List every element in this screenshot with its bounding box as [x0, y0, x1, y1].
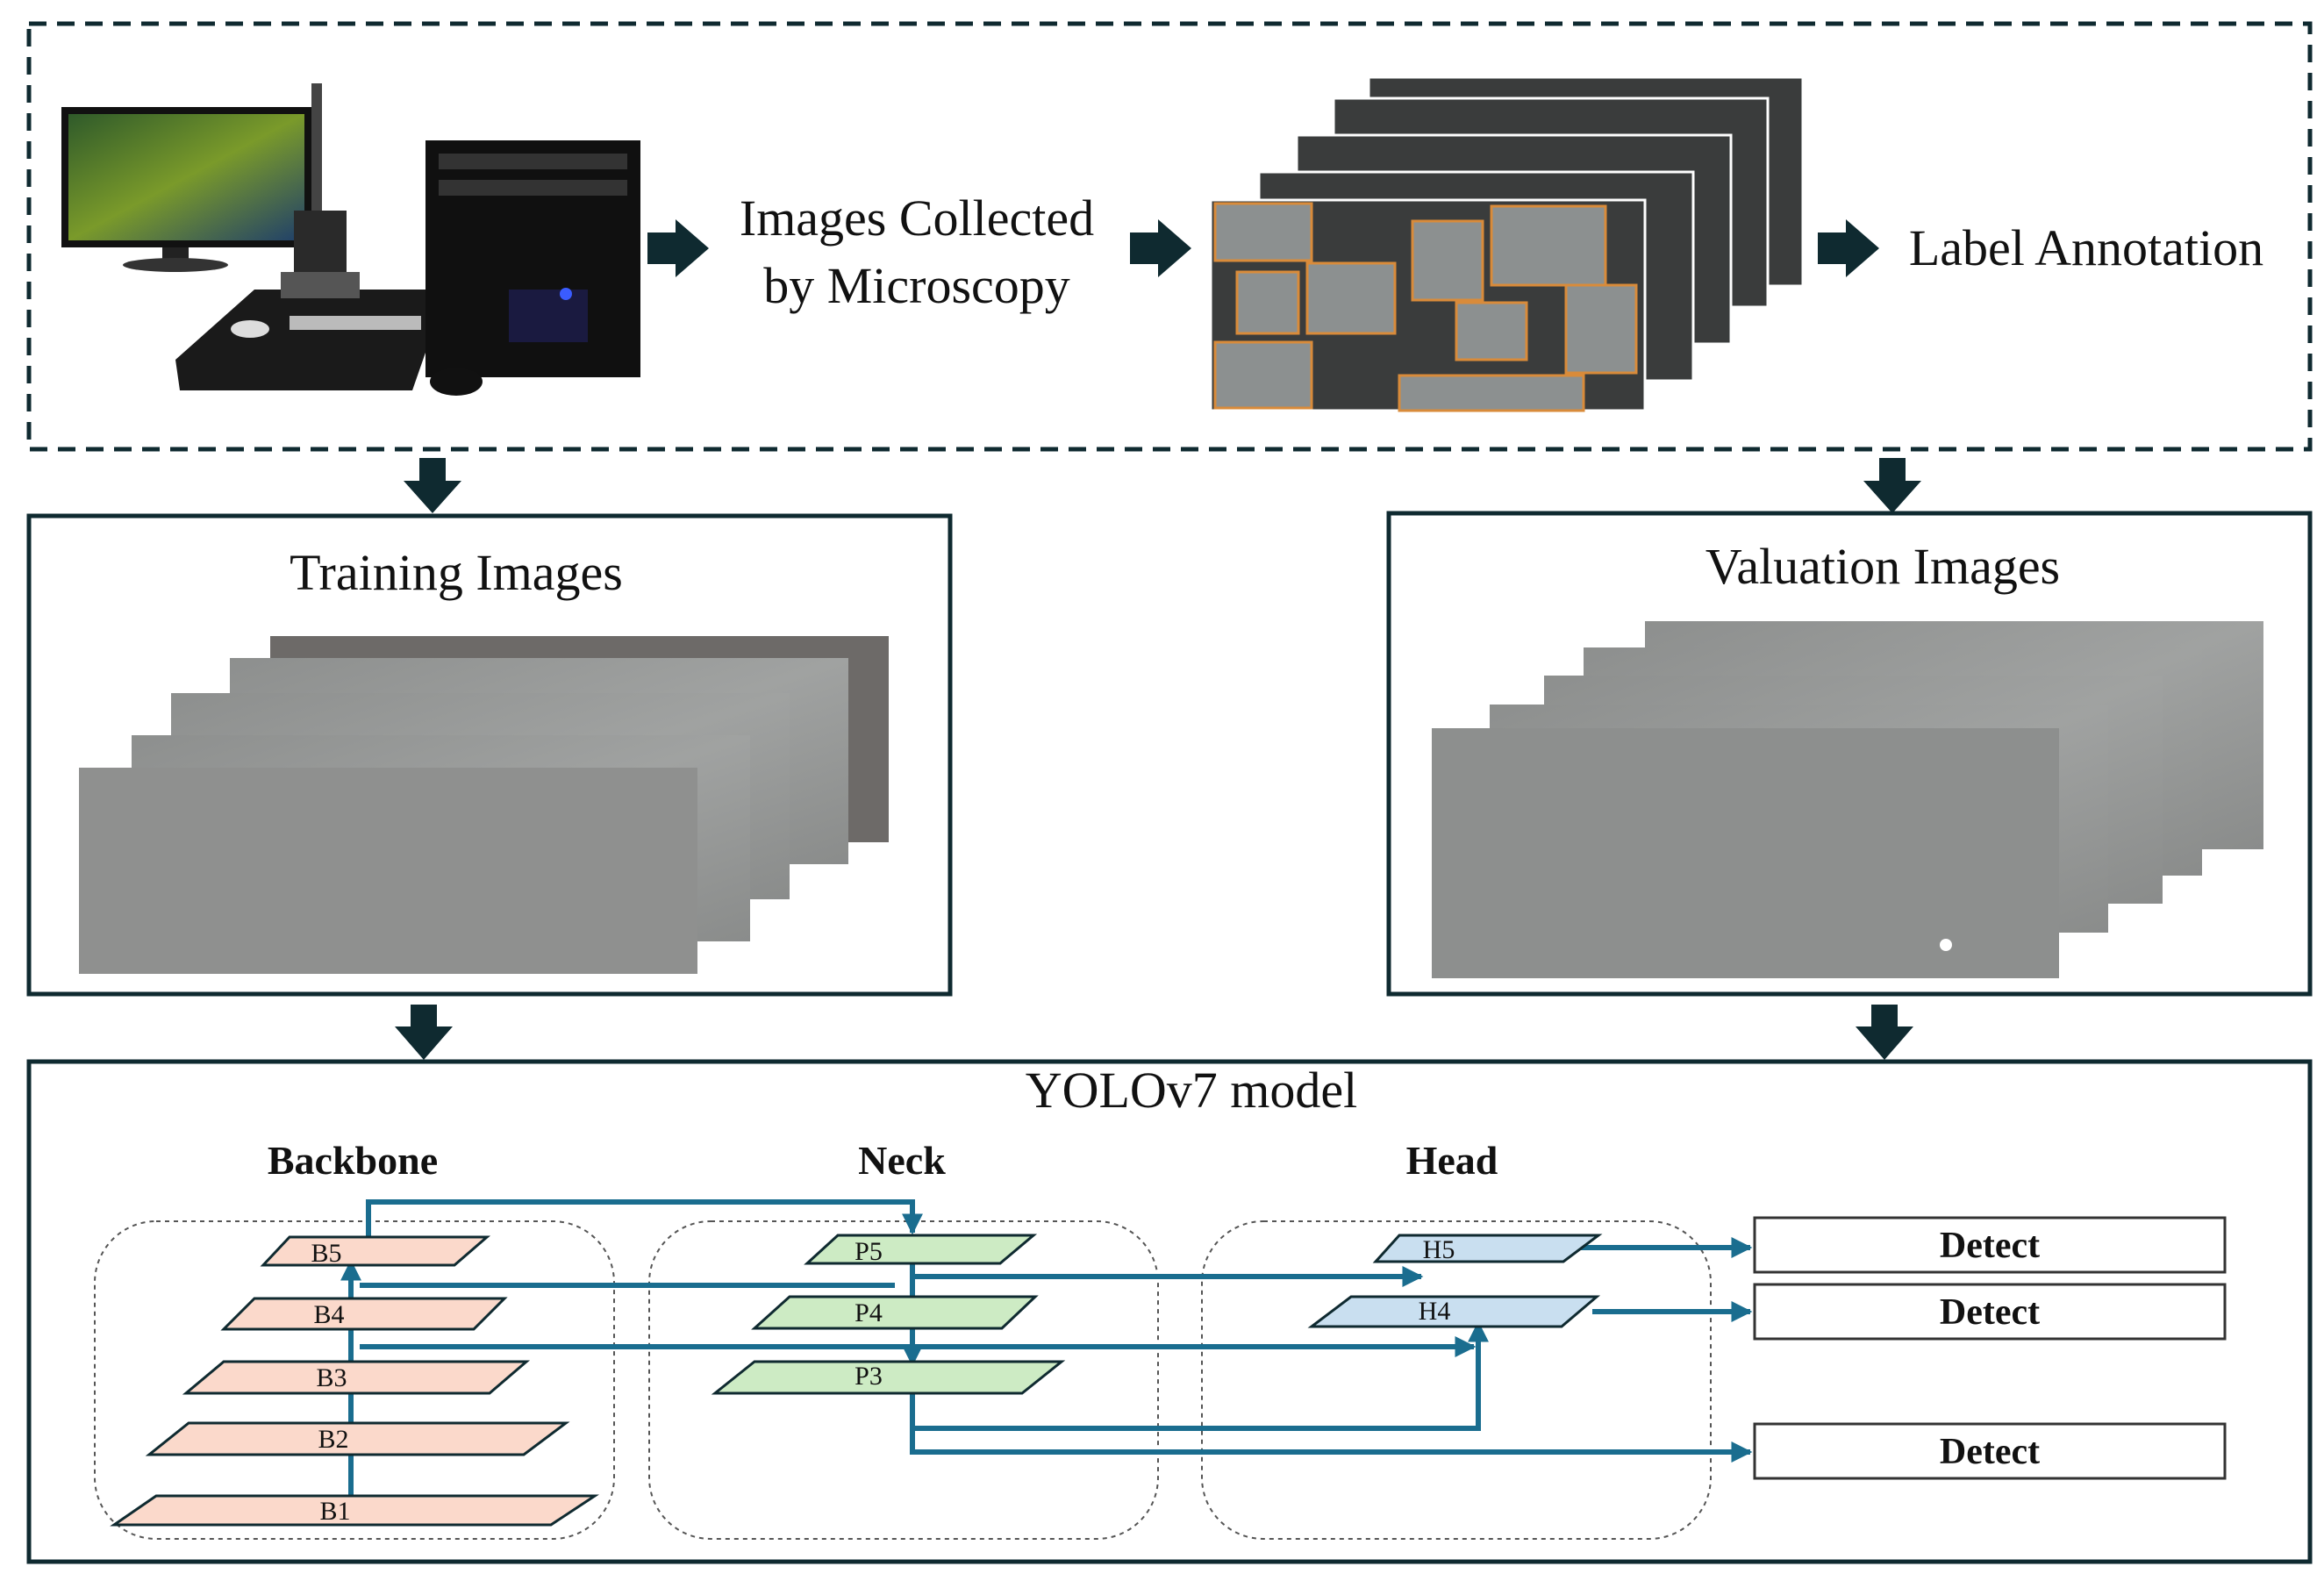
model-section	[26, 1059, 2313, 1564]
arrow-down-icon	[395, 1005, 453, 1060]
svg-text:B1: B1	[319, 1497, 350, 1526]
layer-p3: P3	[711, 1360, 1066, 1395]
svg-text:H4: H4	[1419, 1297, 1451, 1326]
valuation-title: Valuation Images	[1705, 538, 2060, 595]
training-section	[26, 513, 953, 997]
microscope-workstation-icon	[61, 83, 640, 396]
svg-text:Detect: Detect	[1940, 1432, 2040, 1472]
annotated-image-stack	[1209, 75, 1805, 412]
svg-text:P4: P4	[855, 1298, 883, 1327]
layer-b5: B5	[260, 1235, 491, 1268]
neck-title: Neck	[858, 1138, 946, 1183]
svg-text:B4: B4	[313, 1300, 344, 1329]
collect-label-line1: Images Collected	[740, 190, 1094, 247]
arrow-right-icon	[1818, 219, 1879, 277]
arrow-down-icon	[1863, 458, 1921, 513]
arrow-down-icon	[1856, 1005, 1913, 1060]
annotation-box	[1411, 219, 1484, 302]
layer-b4: B4	[220, 1297, 508, 1331]
svg-text:B5: B5	[311, 1239, 341, 1268]
detect-output-1: Detect	[1753, 1216, 2227, 1274]
head-title: Head	[1406, 1138, 1498, 1183]
model-title: YOLOv7 model	[1026, 1062, 1358, 1119]
head-container	[1201, 1220, 1712, 1540]
layer-p4: P4	[751, 1295, 1039, 1330]
collect-label-line2: by Microscopy	[763, 257, 1070, 314]
p3-to-detect	[910, 1428, 1753, 1463]
annotation-box	[1305, 261, 1397, 335]
backbone-title: Backbone	[268, 1138, 438, 1183]
backbone-container	[94, 1220, 615, 1540]
layer-h5: H5	[1372, 1234, 1603, 1264]
arrow-down-icon	[404, 458, 461, 513]
layer-b2: B2	[145, 1421, 570, 1456]
svg-text:B3: B3	[316, 1363, 347, 1392]
svg-text:P3: P3	[855, 1362, 883, 1391]
valuation-section	[1386, 511, 2313, 997]
svg-text:Detect: Detect	[1940, 1226, 2040, 1266]
detect-output-3: Detect	[1753, 1422, 2227, 1480]
detect-output-2: Detect	[1753, 1283, 2227, 1341]
layer-b1: B1	[110, 1494, 599, 1527]
layer-h4: H4	[1307, 1295, 1601, 1328]
annotation-box	[1398, 374, 1585, 412]
training-image-stack	[79, 636, 889, 974]
annotation-box	[1235, 270, 1300, 335]
svg-text:Detect: Detect	[1940, 1292, 2040, 1333]
valuation-image-stack	[1432, 621, 2263, 978]
acquisition-section	[26, 21, 2313, 452]
annotation-box	[1213, 202, 1313, 262]
svg-text:H5: H5	[1423, 1235, 1455, 1264]
svg-text:B2: B2	[318, 1425, 348, 1454]
arrow-right-icon	[647, 219, 709, 277]
svg-text:P5: P5	[855, 1237, 883, 1266]
training-title: Training Images	[290, 544, 623, 601]
b5-to-p5	[366, 1199, 923, 1246]
annotation-box	[1490, 204, 1607, 287]
annotation-box	[1455, 301, 1528, 361]
annotation-box	[1564, 283, 1638, 375]
layer-b3: B3	[182, 1360, 531, 1395]
layer-p5: P5	[804, 1234, 1038, 1266]
arrow-right-icon	[1130, 219, 1191, 277]
annotation-box	[1213, 340, 1313, 410]
p3-to-h4	[910, 1320, 1489, 1431]
annotation-label: Label Annotation	[1909, 219, 2263, 276]
